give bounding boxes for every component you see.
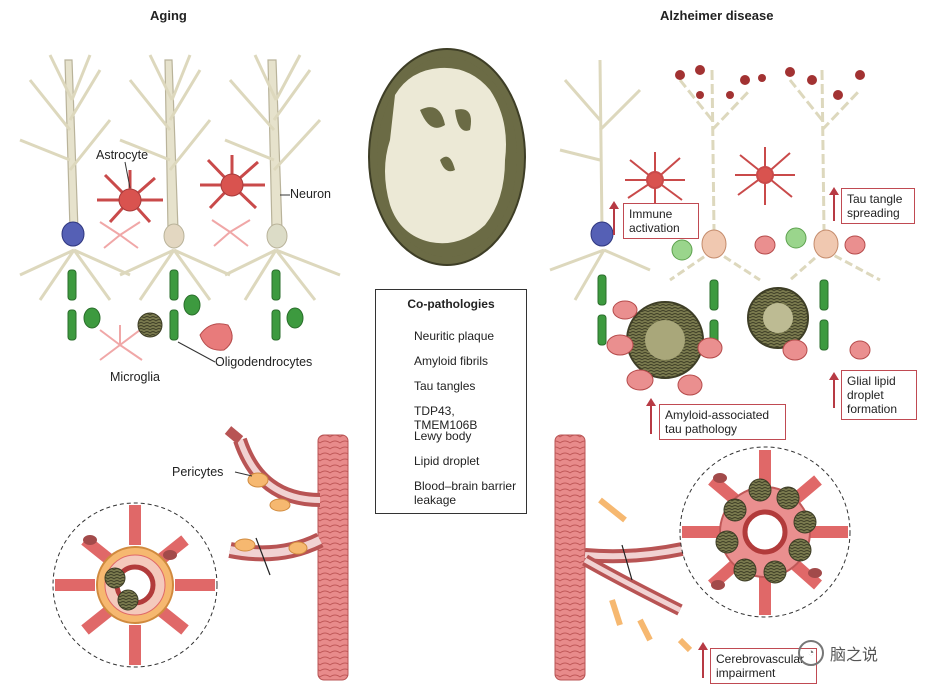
aging-panel [19, 54, 349, 681]
microglia-label: Microglia [110, 370, 161, 384]
microglia-aging [99, 219, 251, 361]
immune-activation-arrow [609, 201, 619, 235]
legend-item-tau-tangles: Tau tangles [414, 379, 476, 393]
lewy-body-ad [590, 221, 614, 247]
glial-lipid-callout: Glial lipid droplet formation [841, 370, 917, 420]
legend-item-bbb-leakage: Blood–brain barrier leakage [414, 479, 517, 507]
neuron-group-ad [549, 59, 881, 301]
tau-tangle-soma-2 [813, 229, 839, 259]
legend-title: Co-pathologies [407, 297, 495, 311]
lewy-body-aging [61, 221, 85, 247]
astrocyte-aging-2 [200, 155, 265, 210]
neuritic-plaques-ad [626, 287, 809, 379]
astrocyte-aging-1 [97, 170, 163, 224]
neuron-label: Neuron [290, 187, 331, 201]
legend-item-neuritic-plaque: Neuritic plaque [414, 329, 495, 343]
co-pathologies-legend: Co-pathologies Neuritic plaque Amyloid f… [375, 289, 527, 514]
amyloid-tau-callout: Amyloid-associated tau pathology [659, 404, 786, 440]
alzheimer-title: Alzheimer disease [660, 8, 774, 23]
oligodendrocytes-label: Oligodendrocytes [215, 355, 313, 369]
microglia-ad [606, 235, 871, 396]
neuron-group-aging [19, 54, 341, 301]
legend-item-amyloid-fibrils: Amyloid fibrils [414, 354, 489, 368]
brain-illustration [368, 48, 526, 266]
tau-tangle-spreading-arrow [829, 187, 839, 221]
amyloid-fibrils-aging [137, 312, 163, 338]
reactive-astrocyte-ad-1 [625, 152, 685, 208]
label-leader-oligodendrocytes [177, 341, 216, 363]
wechat-icon: ◔ [798, 640, 824, 666]
vessel-cross-section-aging [52, 502, 218, 668]
tau-aggregates-top [675, 65, 865, 100]
aging-title: Aging [150, 8, 187, 23]
bbb-leakage-cell-aging [199, 323, 233, 351]
label-leader-astrocyte [124, 161, 131, 189]
tau-tangle-spreading-callout: Tau tangle spreading [841, 188, 915, 224]
immune-activation-callout: Immune activation [623, 203, 699, 239]
legend-item-lipid-droplet: Lipid droplet [414, 454, 480, 468]
blood-vessel-ad [554, 434, 702, 681]
glial-lipid-arrow [829, 372, 839, 408]
vessel-cross-section-ad [679, 446, 851, 618]
amyloid-tau-arrow [646, 398, 656, 434]
oligodendrocyte-aging [67, 269, 304, 341]
cerebrovascular-arrow [698, 642, 708, 678]
tau-tangle-soma-1 [701, 229, 727, 259]
alzheimer-panel [549, 59, 881, 681]
watermark: ◔ 脑之说 [798, 640, 878, 666]
astrocyte-label: Astrocyte [96, 148, 149, 162]
neuron-soma-3 [266, 223, 288, 249]
myelin-ad [597, 274, 829, 351]
legend-item-lewy-body: Lewy body [414, 429, 472, 443]
legend-item-tdp43: TDP43, TMEM106B [414, 404, 478, 432]
blood-vessel-aging [224, 426, 349, 681]
watermark-text: 脑之说 [830, 647, 879, 664]
pericytes-label: Pericytes [172, 465, 224, 479]
reactive-astrocyte-ad-2 [735, 147, 795, 205]
green-cells-ad [671, 227, 807, 261]
neuron-soma-2 [163, 223, 185, 249]
